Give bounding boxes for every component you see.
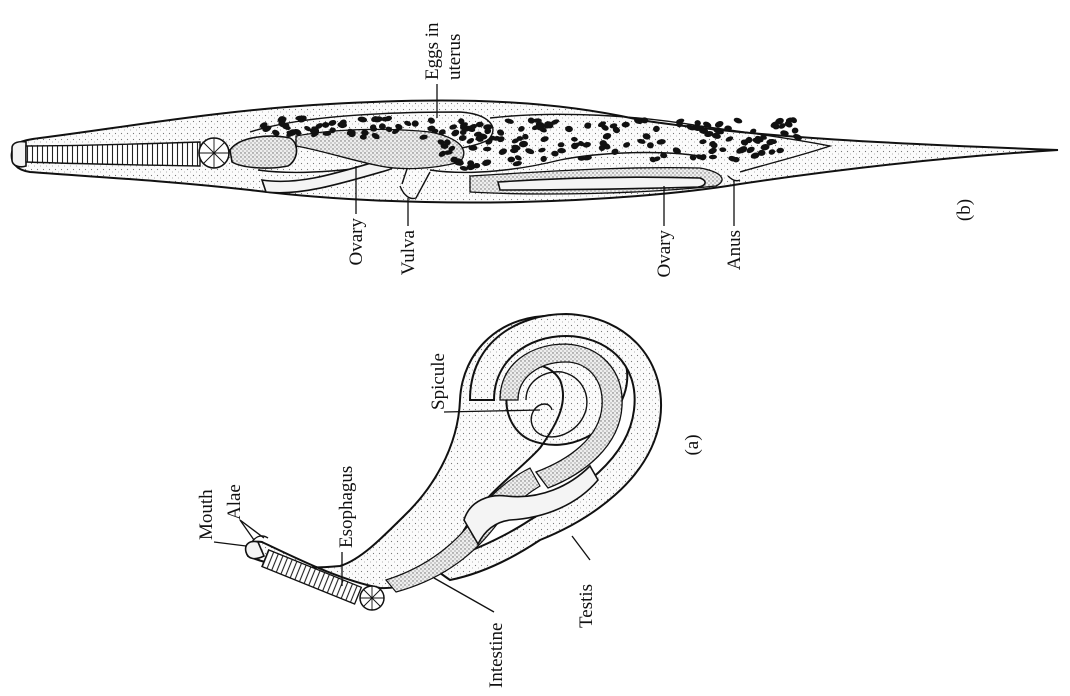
- label-eggs-in-uterus-1: Eggs in: [422, 22, 443, 80]
- label-anus: Anus: [724, 230, 745, 270]
- label-testis: Testis: [576, 584, 597, 628]
- bulb-rays: [199, 138, 229, 168]
- label-mouth: Mouth: [196, 489, 217, 540]
- label-ovary-right: Ovary: [654, 230, 675, 278]
- egg: [733, 117, 743, 125]
- male-bulb-rays: [360, 586, 384, 610]
- female-esophagus: [26, 142, 200, 166]
- egg: [791, 127, 799, 134]
- panel-b-tag: (b): [954, 199, 975, 221]
- panel-a-tag: (a): [682, 434, 703, 455]
- female-worm: [12, 101, 1058, 203]
- label-alae: Alae: [224, 484, 245, 520]
- label-esophagus: Esophagus: [336, 466, 357, 548]
- label-eggs-in-uterus-2: uterus: [444, 34, 465, 80]
- label-spicule: Spicule: [428, 353, 449, 410]
- label-ovary-left: Ovary: [346, 218, 367, 266]
- egg: [322, 122, 329, 128]
- label-vulva: Vulva: [398, 229, 419, 275]
- male-worm: [246, 314, 661, 610]
- female-mouth: [12, 142, 26, 167]
- label-intestine: Intestine: [486, 623, 507, 688]
